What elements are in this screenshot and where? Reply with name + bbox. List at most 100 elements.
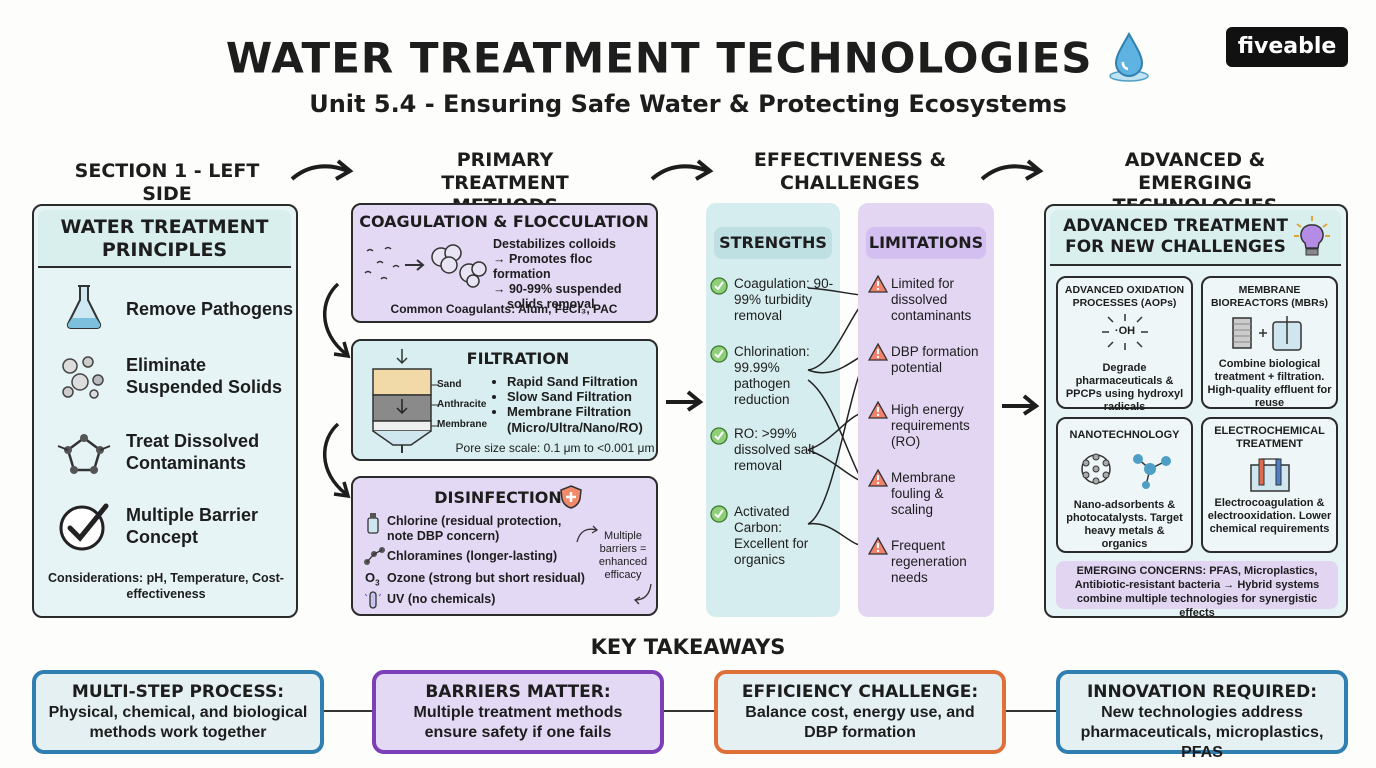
pore-size-text: Pore size scale: 0.1 μm to <0.001 μm (455, 441, 655, 455)
filtration-list: Rapid Sand Filtration Slow Sand Filtrati… (493, 374, 669, 419)
arrow-right-icon (290, 159, 354, 181)
warning-icon (868, 401, 888, 419)
takeaway-card: EFFICIENCY CHALLENGE: Balance cost, ener… (714, 670, 1006, 754)
disinfection-title: DISINFECTION (434, 488, 562, 507)
arrow-down-right-icon (323, 282, 351, 359)
takeaway-text: New technologies address pharmaceuticals… (1080, 704, 1324, 761)
card-title: MEMBRANE BIOREACTORS (MBRs) (1210, 284, 1329, 309)
electrolysis-cell-icon (1250, 458, 1290, 492)
check-circle-icon (710, 345, 728, 363)
strength-item: Coagulation: 90-99% turbidity removal (734, 276, 834, 323)
strengths-title: STRENGTHS (714, 227, 832, 259)
principles-title: WATER TREATMENT PRINCIPLES (38, 210, 291, 268)
coagulation-title: COAGULATION & FLOCCULATION (359, 212, 649, 231)
strength-item: Chlorination: 99.99% pathogen reduction (734, 344, 810, 407)
card-text: Degrade pharmaceuticals & PPCPs using hy… (1065, 362, 1184, 413)
takeaway-text: Multiple treatment methods ensure safety… (413, 704, 623, 741)
considerations-text: Considerations: pH, Temperature, Cost-ef… (48, 571, 284, 601)
takeaway-label: EFFICIENCY CHALLENGE: (741, 682, 979, 702)
takeaway-card: BARRIERS MATTER: Multiple treatment meth… (372, 670, 664, 754)
card-title: ADVANCED OXIDATION PROCESSES (AOPs) (1064, 284, 1185, 309)
check-circle-icon (710, 277, 728, 295)
warning-icon (868, 469, 888, 487)
page-title: WATER TREATMENT TECHNOLOGIES (0, 30, 1376, 92)
electrochemical-card: ELECTROCHEMICAL TREATMENT Electrocoagula… (1201, 417, 1338, 553)
ozone-icon: O3 (365, 570, 380, 588)
limitations-title: LIMITATIONS (866, 227, 986, 259)
particles-icon (62, 356, 104, 399)
aop-card: ADVANCED OXIDATION PROCESSES (AOPs) ·OH … (1056, 276, 1193, 413)
mbr-card: MEMBRANE BIOREACTORS (MBRs) Combine biol… (1201, 276, 1338, 409)
filtration-list-detail: (Micro/Ultra/Nano/RO) (507, 420, 643, 435)
disinfection-item: Chlorine (residual protection, note DBP … (387, 514, 562, 543)
nanotech-card: NANOTECHNOLOGY Nano-adsorbents & photoca… (1056, 417, 1193, 553)
arrow-right-icon (1002, 394, 1040, 416)
nanoparticle-icon (1081, 453, 1171, 489)
principle-label: Eliminate Suspended Solids (126, 355, 283, 397)
filtration-panel: FILTRATION Sand Anthracite Membrane Rapi… (351, 339, 658, 461)
shield-plus-icon (560, 485, 582, 509)
takeaway-label: BARRIERS MATTER: (425, 682, 611, 702)
filter-layer-label: Anthracite (437, 399, 487, 410)
takeaway-card: MULTI-STEP PROCESS: Physical, chemical, … (32, 670, 324, 754)
principle-label: Treat Dissolved Contaminants (126, 431, 260, 473)
bottle-icon (367, 513, 379, 534)
uv-lamp-icon (365, 591, 381, 609)
disinfection-item: UV (no chemicals) (387, 592, 496, 606)
check-circle-icon (710, 505, 728, 523)
coagulation-panel: COAGULATION & FLOCCULATION Destabilizes … (351, 203, 658, 323)
limitations-panel: LIMITATIONS Limited for dissolved contam… (858, 203, 994, 617)
filter-column-icon (372, 349, 439, 453)
molecule-icon (57, 434, 111, 474)
arrow-right-icon (980, 159, 1044, 181)
warning-icon (868, 343, 888, 361)
disinfection-item: Ozone (strong but short residual) (387, 571, 585, 585)
checkmark-icon (59, 503, 109, 551)
principle-label: Multiple Barrier Concept (126, 505, 259, 547)
arrow-right-icon (666, 390, 704, 412)
check-circle-icon (710, 427, 728, 445)
principle-label: Remove Pathogens (126, 299, 294, 319)
takeaway-card: INNOVATION REQUIRED: New technologies ad… (1056, 670, 1348, 761)
coagulants-text: Common Coagulants: Alum, FeCl₃, PAC (390, 302, 618, 316)
lightbulb-icon (1294, 216, 1330, 256)
principles-panel: WATER TREATMENT PRINCIPLES Remove Pathog… (32, 204, 298, 618)
disinfection-panel: DISINFECTION Chlorine (residual protecti… (351, 476, 658, 616)
card-text: Nano-adsorbents & photocatalysts. Target… (1066, 499, 1183, 550)
takeaways-title: KEY TAKEAWAYS (590, 635, 786, 659)
card-title: ELECTROCHEMICAL TREATMENT (1214, 425, 1325, 450)
advanced-panel: ADVANCED TREATMENT FOR NEW CHALLENGES AD… (1044, 204, 1348, 619)
column-heading-1: SECTION 1 - LEFT SIDE (74, 160, 260, 205)
limitation-item: Frequent regeneration needs (891, 538, 967, 585)
column-heading-3: EFFECTIVENESS & CHALLENGES (753, 149, 947, 194)
warning-icon (868, 537, 888, 555)
card-title: NANOTECHNOLOGY (1069, 429, 1180, 441)
limitation-item: DBP formation potential (891, 344, 979, 375)
limitation-item: Membrane fouling & scaling (891, 470, 956, 517)
water-drop-icon (1108, 30, 1150, 92)
takeaway-connector (320, 710, 1060, 712)
filtration-title: FILTRATION (466, 349, 570, 368)
floc-formation-icon (364, 244, 487, 288)
flask-icon (66, 285, 102, 329)
takeaway-text: Balance cost, energy use, and DBP format… (745, 704, 975, 741)
arrow-down-right-icon (323, 422, 351, 499)
emerging-concerns: EMERGING CONCERNS: PFAS, Microplastics, … (1056, 561, 1338, 619)
card-text: Electrocoagulation & electrooxidation. L… (1207, 497, 1332, 535)
multiple-barriers-note: Multiple barriers = enhanced efficacy (598, 530, 648, 581)
fiveable-logo[interactable]: fiveable (1226, 27, 1348, 67)
warning-icon (868, 275, 888, 293)
strength-item: Activated Carbon: Excellent for organics (734, 504, 809, 567)
strength-item: RO: >99% dissolved salt removal (734, 426, 816, 473)
arrow-right-icon (650, 159, 714, 181)
takeaway-text: Physical, chemical, and biological metho… (48, 704, 308, 741)
bioreactor-icon (1232, 316, 1302, 351)
takeaway-label: INNOVATION REQUIRED: (1086, 682, 1318, 702)
filter-layer-label: Sand (437, 379, 462, 390)
hydroxyl-radical-icon (1102, 314, 1148, 350)
page-subtitle: Unit 5.4 - Ensuring Safe Water & Protect… (309, 90, 1067, 118)
cycle-arrows-icon (576, 525, 652, 605)
coagulation-description: Destabilizes colloids → Promotes floc fo… (493, 237, 622, 311)
limitation-item: Limited for dissolved contaminants (891, 276, 972, 323)
strengths-panel: STRENGTHS Coagulation: 90-99% turbidity … (706, 203, 840, 617)
